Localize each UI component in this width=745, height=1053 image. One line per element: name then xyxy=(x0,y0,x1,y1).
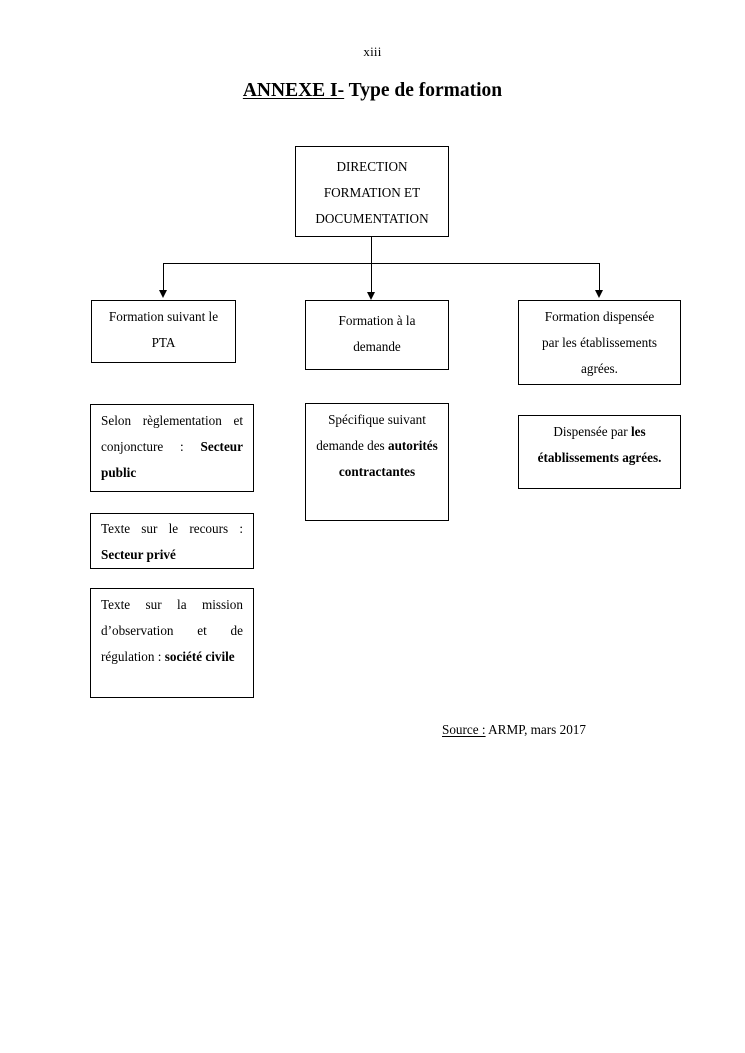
node-secteur-prive: Texte sur le recours : Secteur privé xyxy=(90,513,254,569)
connector-drop-right xyxy=(598,263,600,291)
source-label: Source : xyxy=(442,722,486,737)
node-formation-demande: Formation à la demande xyxy=(305,300,449,370)
node-text-prefix: Spécifique suivant demande des xyxy=(316,412,426,453)
connector-root-stem xyxy=(371,237,373,264)
node-text-prefix: Texte sur le recours : xyxy=(101,521,243,536)
page-title-annexe-label: ANNEXE I- xyxy=(242,80,345,101)
connector-horizontal-bus xyxy=(163,262,600,264)
page-number: xiii xyxy=(363,44,382,59)
node-text-prefix: Dispensée par xyxy=(553,424,631,439)
node-line: FORMATION ET xyxy=(323,185,421,200)
source-value: ARMP, mars 2017 xyxy=(485,722,586,737)
page-title-subject: Type de formation xyxy=(344,80,503,101)
node-formation-etablissements: Formation dispensée par les établissemen… xyxy=(518,300,681,385)
node-autorites-contractantes: Spécifique suivant demande des autorités… xyxy=(305,403,449,521)
node-line: Formation dispensée xyxy=(544,309,655,324)
arrowhead-left-icon xyxy=(159,290,168,298)
node-line: par les établissements xyxy=(542,335,657,350)
node-formation-pta: Formation suivant le PTA xyxy=(91,300,236,363)
node-societe-civile: Texte sur la mission d’observation et de… xyxy=(90,588,254,698)
source-line: Source : ARMP, mars 2017 xyxy=(442,721,586,739)
page-title: ANNEXE I- Type de formation xyxy=(0,79,745,103)
node-text-prefix: Texte sur la mission d’observation et de… xyxy=(101,597,243,664)
connector-drop-middle xyxy=(371,263,373,293)
arrowhead-right-icon xyxy=(594,290,603,298)
node-text-emphasis: Secteur public xyxy=(101,439,243,480)
node-line: agrées. xyxy=(581,361,618,376)
node-direction-formation-documentation: DIRECTION FORMATION ET DOCUMENTATION xyxy=(295,146,449,237)
node-line: Formation à la xyxy=(338,313,416,328)
node-text-emphasis: Secteur privé xyxy=(101,547,176,562)
node-line: PTA xyxy=(151,335,176,350)
node-text-prefix: Selon règlementation et conjoncture : xyxy=(101,413,243,454)
node-line: demande xyxy=(353,339,401,354)
arrowhead-middle-icon xyxy=(367,292,376,300)
node-secteur-public: Selon règlementation et conjoncture : Se… xyxy=(90,404,254,492)
node-text-emphasis: société civile xyxy=(164,649,235,664)
node-text-emphasis: les établissements agrées. xyxy=(537,424,662,465)
node-line: Formation suivant le xyxy=(108,309,219,324)
node-line: DOCUMENTATION xyxy=(315,211,429,226)
node-dispensee-etablissements: Dispensée par les établissements agrées. xyxy=(518,415,681,489)
node-text-emphasis: autorités contractantes xyxy=(338,438,438,479)
connector-drop-left xyxy=(163,263,165,291)
node-line: DIRECTION xyxy=(336,159,408,174)
